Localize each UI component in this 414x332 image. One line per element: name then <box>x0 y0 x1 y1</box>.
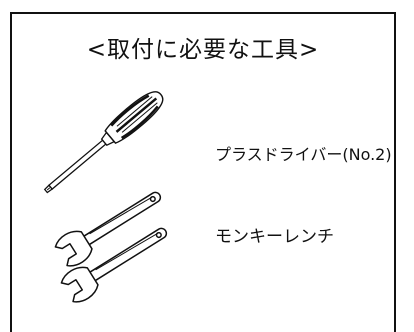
wrench-label: モンキーレンチ <box>215 227 334 247</box>
page-title: <取付に必要な工具> <box>86 37 320 63</box>
screwdriver-icon <box>43 91 164 194</box>
tools-panel: <取付に必要な工具> プラスドライバー(No.2) <box>10 12 396 332</box>
screwdriver-label: プラスドライバー(No.2) <box>215 145 392 164</box>
wrench-icon <box>54 191 168 303</box>
